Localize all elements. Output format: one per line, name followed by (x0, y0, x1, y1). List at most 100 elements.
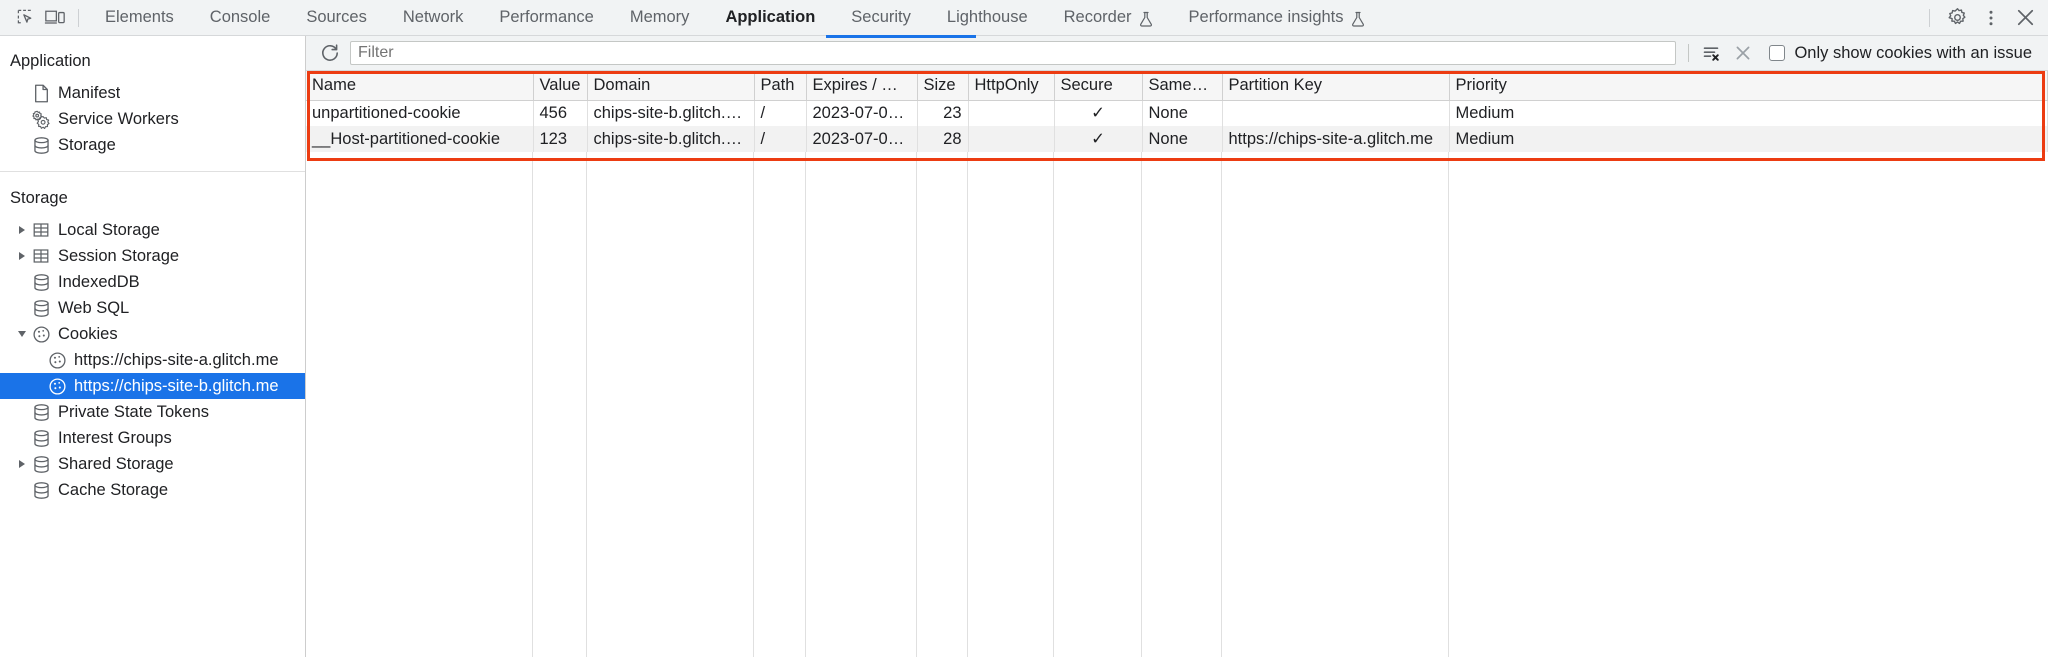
cookie-icon (30, 321, 52, 347)
sidebar-item-storage[interactable]: Storage (0, 132, 305, 158)
kebab-menu-icon[interactable] (1974, 3, 2008, 33)
application-sidebar[interactable]: Application Manifest (0, 36, 306, 657)
chevron-down-icon[interactable] (14, 321, 30, 347)
sidebar-item-web-sql[interactable]: Web SQL (0, 295, 305, 321)
tab-label: Console (209, 8, 271, 26)
column-header-value[interactable]: Value (533, 71, 588, 101)
column-header-path[interactable]: Path (754, 71, 807, 101)
sidebar-item-label: Private State Tokens (58, 403, 210, 421)
experiment-flask-icon (1351, 11, 1365, 27)
chevron-right-icon[interactable] (14, 451, 30, 477)
tab-memory[interactable]: Memory (612, 0, 708, 36)
sidebar-item-service-workers[interactable]: Service Workers (0, 106, 305, 132)
sidebar-item-cache-storage[interactable]: Cache Storage (0, 477, 305, 503)
column-header-name[interactable]: Name (306, 71, 534, 101)
sidebar-item-indexeddb[interactable]: IndexedDB (0, 269, 305, 295)
column-header-priority[interactable]: Priority (1449, 71, 2048, 101)
column-header-httponly[interactable]: HttpOnly (968, 71, 1055, 101)
column-header-samesite[interactable]: SameSite (1142, 71, 1223, 101)
column-header-expires[interactable]: Expires / M… (806, 71, 918, 101)
clear-filter-icon[interactable] (1695, 39, 1727, 67)
cell-priority: Medium (1449, 126, 2048, 152)
device-toolbar-icon[interactable] (40, 4, 70, 32)
tab-label: Elements (105, 8, 174, 26)
column-header-size[interactable]: Size (917, 71, 969, 101)
database-icon (30, 269, 52, 295)
cell-name: __Host-partitioned-cookie (306, 126, 534, 152)
table-row[interactable]: __Host-partitioned-cookie 123 chips-site… (306, 126, 2048, 152)
gear-icon[interactable] (1940, 3, 1974, 33)
sidebar-item-label: Storage (58, 136, 116, 154)
inspect-element-icon[interactable] (10, 4, 40, 32)
cell-size: 23 (917, 100, 969, 126)
sidebar-item-label: https://chips-site-a.glitch.me (74, 351, 279, 369)
tab-performance-insights[interactable]: Performance insights (1171, 0, 1383, 36)
only-show-issues-checkbox[interactable] (1769, 45, 1786, 61)
tab-performance[interactable]: Performance (481, 0, 611, 36)
tab-label: Application (725, 8, 816, 26)
toolbar-divider (1929, 8, 1930, 27)
database-icon (30, 132, 52, 158)
sidebar-item-manifest[interactable]: Manifest (0, 80, 305, 106)
close-x-icon[interactable] (1727, 39, 1759, 67)
chevron-right-icon[interactable] (14, 243, 30, 269)
database-icon (30, 451, 52, 477)
grid-column-guide (1054, 152, 1142, 657)
cookies-table-container[interactable]: Name Value Domain Path Expires / M… Size… (306, 71, 2048, 657)
sidebar-item-label: Cookies (58, 325, 118, 343)
experiment-flask-icon (1139, 11, 1153, 27)
only-show-issues-checkbox-row[interactable]: Only show cookies with an issue (1759, 44, 2040, 63)
database-icon (30, 425, 52, 451)
document-icon (30, 80, 52, 106)
sidebar-item-label: https://chips-site-b.glitch.me (74, 377, 279, 395)
chevron-right-icon[interactable] (14, 217, 30, 243)
tab-lighthouse[interactable]: Lighthouse (929, 0, 1046, 36)
sidebar-item-label: Cache Storage (58, 481, 169, 499)
sidebar-section-storage: Storage Local Storage (0, 172, 305, 503)
cell-path: / (754, 126, 807, 152)
sidebar-item-cookies-site-b[interactable]: https://chips-site-b.glitch.me (0, 373, 305, 399)
sidebar-item-cookies-site-a[interactable]: https://chips-site-a.glitch.me (0, 347, 305, 373)
tab-security[interactable]: Security (833, 0, 929, 36)
tab-application[interactable]: Application (707, 0, 833, 36)
tab-label: Memory (629, 8, 690, 26)
cookie-icon (46, 347, 68, 373)
cell-samesite: None (1142, 100, 1223, 126)
sidebar-item-private-state-tokens[interactable]: Private State Tokens (0, 399, 305, 425)
cell-secure: ✓ (1054, 126, 1143, 152)
refresh-icon[interactable] (314, 39, 346, 67)
sidebar-item-shared-storage[interactable]: Shared Storage (0, 451, 305, 477)
filter-input[interactable] (350, 41, 1677, 65)
sidebar-item-label: Interest Groups (58, 429, 172, 447)
grid-column-guide (806, 152, 917, 657)
sidebar-item-label: Shared Storage (58, 455, 174, 473)
tab-label: Sources (306, 8, 367, 26)
sidebar-item-interest-groups[interactable]: Interest Groups (0, 425, 305, 451)
tab-label: Security (851, 8, 911, 26)
sidebar-item-local-storage[interactable]: Local Storage (0, 217, 305, 243)
column-header-secure[interactable]: Secure (1054, 71, 1143, 101)
close-icon[interactable] (2008, 3, 2042, 33)
tab-elements[interactable]: Elements (87, 0, 192, 36)
cell-httponly (968, 100, 1055, 126)
tab-console[interactable]: Console (192, 0, 289, 36)
sidebar-section-title: Storage (10, 189, 68, 207)
table-row[interactable]: unpartitioned-cookie 456 chips-site-b.gl… (306, 100, 2048, 126)
sidebar-item-session-storage[interactable]: Session Storage (0, 243, 305, 269)
devtools-body: Application Manifest (0, 35, 2048, 657)
tab-recorder[interactable]: Recorder (1046, 0, 1171, 36)
column-header-partition-key[interactable]: Partition Key (1222, 71, 1450, 101)
grid-column-guide (1222, 152, 1449, 657)
tab-sources[interactable]: Sources (288, 0, 385, 36)
cookies-table-header-row: Name Value Domain Path Expires / M… Size… (306, 71, 2048, 101)
cell-samesite: None (1142, 126, 1223, 152)
tab-network[interactable]: Network (385, 0, 482, 36)
sidebar-section-title: Application (10, 52, 91, 70)
cell-value: 456 (533, 100, 588, 126)
column-header-domain[interactable]: Domain (587, 71, 755, 101)
sidebar-item-label: IndexedDB (58, 273, 140, 291)
grid-column-guide (533, 152, 587, 657)
cookies-table[interactable]: Name Value Domain Path Expires / M… Size… (306, 71, 2048, 152)
sidebar-item-cookies[interactable]: Cookies (0, 321, 305, 347)
